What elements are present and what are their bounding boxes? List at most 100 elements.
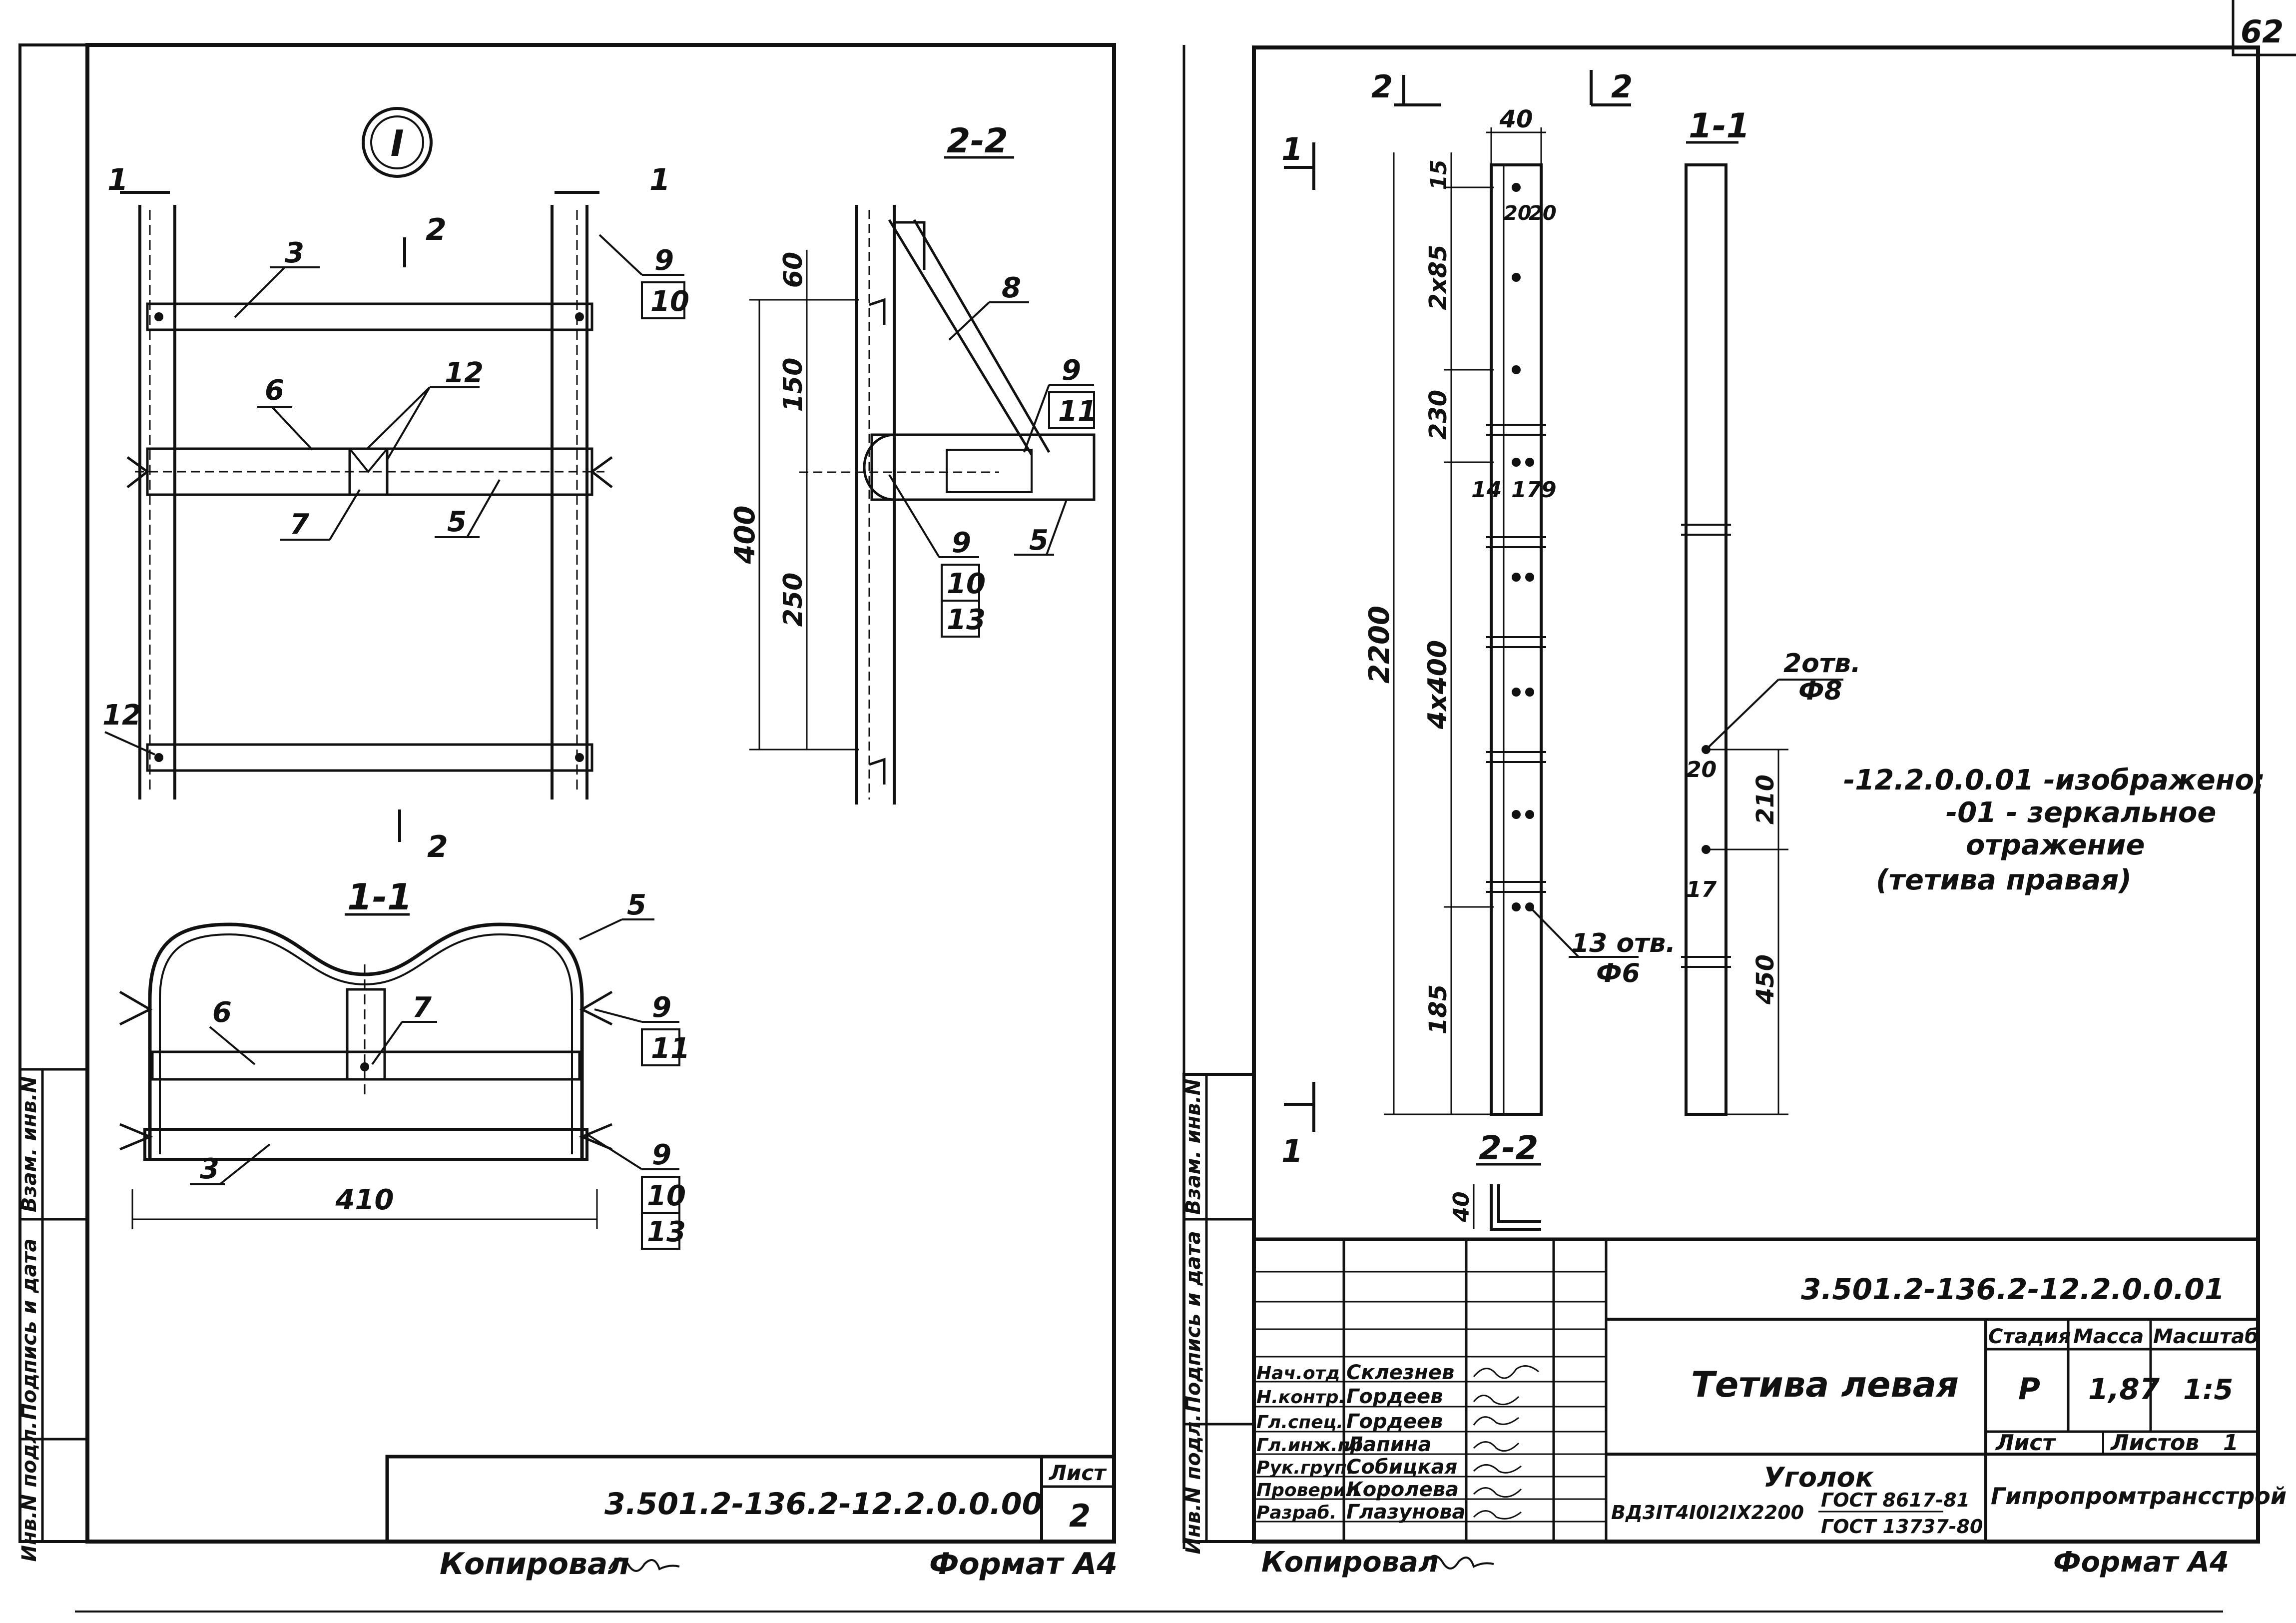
node-label: I	[391, 122, 404, 164]
callout-7: 7	[290, 508, 309, 541]
page-number: 62	[2241, 13, 2284, 50]
staff-role-2: Гл.спец.	[1256, 1412, 1343, 1433]
masshtab-label: Масштаб	[2153, 1325, 2259, 1348]
dim-20b: 20	[1529, 202, 1557, 225]
callout-3-s11: 3	[200, 1153, 219, 1185]
dim-14: 14	[1471, 477, 1502, 503]
callout-13-s22: 13	[947, 604, 986, 636]
dim-2x85: 2x85	[1424, 244, 1452, 310]
staff-role-1: Н.контр.	[1256, 1387, 1345, 1408]
note-line-1: -12.2.0.0.01 -изображено;	[1843, 764, 2265, 797]
right-sheet: Инв.N подл. Подпись и дата Взам. инв.N 2…	[1182, 45, 2287, 1579]
dim-15: 15	[1426, 159, 1452, 190]
callout-6-s11: 6	[212, 996, 232, 1029]
r-stamp-podpis-data: Подпись и дата	[1182, 1231, 1205, 1412]
callout-11-s11: 11	[651, 1032, 690, 1065]
callout-5-s22: 5	[1029, 524, 1049, 557]
staff-role-6: Разраб.	[1256, 1503, 1336, 1523]
massa-value: 1,87	[2088, 1372, 2160, 1406]
staff-name-4: Собицкая	[1346, 1456, 1457, 1479]
dim-250: 250	[778, 573, 808, 627]
note-line-4: (тетива правая)	[1876, 864, 2132, 896]
stamp-vzam-inv: Взам. инв.N	[18, 1076, 41, 1212]
massa-label: Масса	[2073, 1325, 2144, 1348]
listov-label: Листов	[2110, 1430, 2199, 1456]
right-format: Формат А4	[2053, 1546, 2229, 1579]
callout-10-s22: 10	[947, 568, 986, 600]
r-cut-1-bottom: 1	[1281, 1133, 1303, 1169]
callout-5-s11: 5	[627, 889, 646, 921]
section-2-2-right: 2-2 40	[1449, 1129, 1541, 1231]
staff-role-4: Рук.груп.	[1256, 1458, 1354, 1478]
right-kopiroval: Копировал	[1261, 1546, 1439, 1579]
staff-name-2: Гордеев	[1346, 1410, 1443, 1433]
callout-13-s11: 13	[647, 1216, 686, 1248]
callout-6: 6	[265, 374, 284, 407]
r-holes-count: 2отв.	[1783, 649, 1861, 679]
staff-name-0: Склезнев	[1346, 1361, 1454, 1384]
dim-4x400: 4x400	[1423, 640, 1453, 730]
callout-5: 5	[447, 506, 467, 538]
section-1-1-right: 1-1 2отв. Ф8 20 210 17 450	[1681, 106, 1861, 1116]
callout-9-s11-b: 9	[652, 1139, 671, 1171]
r-dim-210: 210	[1751, 775, 1779, 824]
callout-9: 9	[654, 244, 674, 277]
stamp-inv-podl: Инв.N подл.	[18, 1422, 41, 1562]
left-sheet-frame	[85, 43, 1116, 1544]
left-side-stamp: Инв.N подл. Подпись и дата Взам. инв.N	[18, 1068, 87, 1562]
gost-1: ГОСТ 8617-81	[1821, 1489, 1970, 1511]
callout-10: 10	[650, 285, 689, 318]
left-sheet-outer-edge	[18, 43, 1116, 1543]
holes-count: 13 отв.	[1571, 928, 1676, 958]
cut-2-bottom: 2	[427, 829, 448, 864]
dim-230: 230	[1424, 390, 1452, 440]
section-2-2-title: 2-2	[947, 121, 1008, 161]
staff-name-1: Гордеев	[1346, 1385, 1443, 1408]
callout-9-s11-a: 9	[652, 991, 671, 1024]
r-cut-2-a: 2	[1371, 68, 1393, 105]
dim-150: 150	[778, 358, 808, 412]
staff-role-5: Проверил	[1256, 1480, 1359, 1501]
staff-role-0: Нач.отд	[1256, 1363, 1340, 1384]
cut-2-top: 2	[426, 212, 447, 247]
callout-10-s11: 10	[647, 1180, 686, 1212]
left-list-value: 2	[1069, 1498, 1091, 1534]
stringer-view: 40 15 20 20 2x8	[1363, 105, 1676, 1116]
dim-20a: 20	[1504, 202, 1532, 225]
left-format: Формат А4	[929, 1547, 1118, 1582]
staff-name-5: Королева	[1346, 1478, 1459, 1501]
section-1-1-left: 1-1 410 5 6 7 9 1	[119, 876, 690, 1250]
callout-8: 8	[1002, 272, 1021, 304]
dim-17: 17	[1511, 477, 1542, 503]
left-kopiroval: Копировал	[440, 1547, 629, 1582]
right-sheet-frame	[1252, 45, 2260, 1544]
r-cut-1-top: 1	[1281, 131, 1303, 167]
stadia-label: Стадия	[1988, 1325, 2071, 1348]
dim-w40: 40	[1499, 105, 1533, 133]
r-section-1-1-title: 1-1	[1689, 106, 1750, 146]
page-number-box: 62	[2232, 0, 2296, 56]
dim-2200: 2200	[1363, 606, 1396, 684]
left-title-block: 3.501.2-136.2-12.2.0.0.00 Лист 2	[385, 1455, 1116, 1544]
callout-12-bottom: 12	[102, 699, 141, 732]
cut-1-left: 1	[107, 162, 128, 197]
r-holes-dia: Ф8	[1798, 676, 1842, 706]
right-side-stamp: Инв.N подл. Подпись и дата Взам. инв.N	[1182, 1074, 1254, 1554]
part-name: Тетива левая	[1691, 1364, 1959, 1405]
dim-410: 410	[335, 1184, 394, 1216]
callout-11: 11	[1058, 395, 1097, 428]
holes-dia: Ф6	[1596, 958, 1640, 988]
node-circle-outer	[362, 107, 433, 178]
callout-12-top: 12	[445, 357, 484, 389]
note-line-3: отражение	[1966, 829, 2145, 861]
staff-name-6: Глазунова	[1346, 1501, 1466, 1524]
stadia-value: Р	[2018, 1372, 2040, 1407]
front-view: 1 1 2 2 3 6 12 7 5 9 10 12	[102, 162, 689, 864]
note: -12.2.0.0.01 -изображено; -01 - зеркальн…	[1843, 764, 2265, 896]
masshtab-value: 1:5	[2183, 1374, 2233, 1406]
cut-1-right: 1	[649, 162, 670, 197]
callout-3: 3	[285, 237, 304, 269]
r-dim-17: 17	[1686, 877, 1717, 902]
r-stamp-vzam-inv: Взам. инв.N	[1182, 1079, 1205, 1215]
